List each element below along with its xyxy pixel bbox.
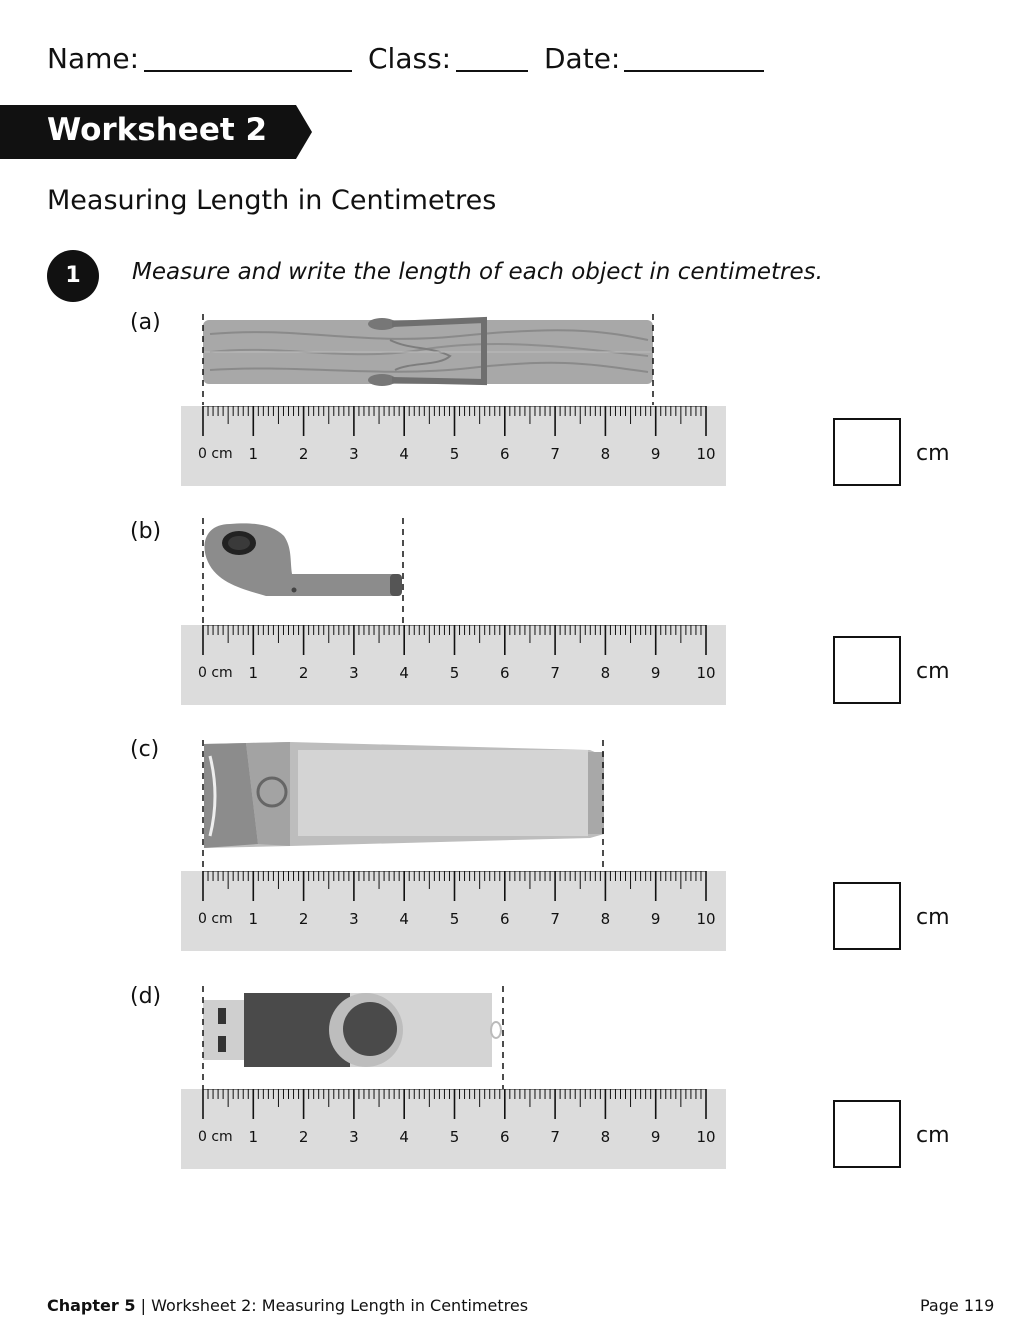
usb-drive-icon — [203, 993, 502, 1067]
ruler-c: 1 2 3 4 5 6 7 8 9 10 0 cm — [181, 871, 726, 951]
part-label-b: (b) — [130, 519, 162, 544]
ruler-tick-label: 1 — [249, 664, 259, 682]
ruler-tick-label: 7 — [550, 1128, 560, 1146]
footer-separator: | — [140, 1296, 146, 1315]
class-field[interactable] — [456, 70, 528, 72]
page-number: Page 119 — [920, 1296, 995, 1315]
date-field[interactable] — [624, 70, 764, 72]
name-label: Name: — [47, 42, 140, 75]
answer-box-b[interactable] — [833, 636, 901, 704]
ruler-tick-label: 4 — [399, 1128, 409, 1146]
ruler-tick-label: 3 — [349, 664, 359, 682]
ruler-tick-label: 6 — [500, 664, 510, 682]
ruler-tick-label: 8 — [601, 1128, 611, 1146]
ruler-tick-label: 10 — [696, 664, 715, 682]
ruler-tick-label: 6 — [500, 910, 510, 928]
ruler-tick-label: 10 — [696, 910, 715, 928]
worksheet-title: Worksheet 2 — [47, 112, 268, 148]
ruler-tick-label: 4 — [399, 664, 409, 682]
ruler-tick-label: 9 — [651, 1128, 661, 1146]
ruler-tick-label: 6 — [500, 1128, 510, 1146]
ruler-tick-label: 7 — [550, 664, 560, 682]
ruler-tick-label: 5 — [450, 1128, 460, 1146]
ruler-zero-label: 0 cm — [198, 911, 233, 927]
footer: Chapter 5 | Worksheet 2: Measuring Lengt… — [47, 1296, 528, 1315]
ruler-tick-label: 8 — [601, 664, 611, 682]
ruler-tick-label: 6 — [500, 445, 510, 463]
footer-text: Worksheet 2: Measuring Length in Centime… — [151, 1296, 529, 1315]
class-label: Class: — [368, 42, 452, 75]
ruler-tick-label: 9 — [651, 445, 661, 463]
dashed-guide-lines — [202, 314, 654, 1089]
name-field[interactable] — [144, 70, 352, 72]
clothes-peg-icon — [203, 316, 653, 386]
ruler-tick-label: 1 — [249, 445, 259, 463]
nail-clipper-icon — [204, 742, 604, 848]
ruler-tick-label: 1 — [249, 910, 259, 928]
footer-chapter: Chapter 5 — [47, 1296, 136, 1315]
ruler-zero-label: 0 cm — [198, 665, 233, 681]
earbud-icon — [204, 523, 402, 596]
ruler-tick-label: 5 — [450, 910, 460, 928]
ruler-tick-label: 2 — [299, 1128, 309, 1146]
ruler-tick-label: 3 — [349, 910, 359, 928]
ruler-tick-label: 9 — [651, 664, 661, 682]
answer-box-a[interactable] — [833, 418, 901, 486]
date-label: Date: — [544, 42, 621, 75]
ruler-tick-label: 2 — [299, 664, 309, 682]
ruler-tick-label: 5 — [450, 445, 460, 463]
ruler-tick-label: 4 — [399, 910, 409, 928]
question-instruction: Measure and write the length of each obj… — [132, 259, 823, 285]
ruler-tick-label: 4 — [399, 445, 409, 463]
ruler-tick-label: 2 — [299, 445, 309, 463]
ruler-tick-label: 2 — [299, 910, 309, 928]
ruler-tick-label: 3 — [349, 1128, 359, 1146]
answer-box-c[interactable] — [833, 882, 901, 950]
part-label-a: (a) — [130, 310, 161, 335]
ruler-tick-label: 8 — [601, 445, 611, 463]
ruler-b: 1 2 3 4 5 6 7 8 9 10 0 cm — [181, 625, 726, 705]
ruler-tick-label: 9 — [651, 910, 661, 928]
ruler-tick-label: 7 — [550, 910, 560, 928]
part-label-d: (d) — [130, 984, 162, 1009]
ruler-zero-label: 0 cm — [198, 446, 233, 462]
ruler-tick-label: 3 — [349, 445, 359, 463]
ruler-d: 1 2 3 4 5 6 7 8 9 10 0 cm — [181, 1089, 726, 1169]
ruler-a: 1 2 3 4 5 6 7 8 9 10 0 cm — [181, 406, 726, 486]
ruler-tick-label: 7 — [550, 445, 560, 463]
unit-label-d: cm — [916, 1123, 950, 1148]
unit-label-c: cm — [916, 905, 950, 930]
question-number-badge: 1 — [47, 250, 99, 302]
ruler-tick-label: 5 — [450, 664, 460, 682]
ruler-tick-label: 10 — [696, 1128, 715, 1146]
page-subtitle: Measuring Length in Centimetres — [47, 185, 497, 216]
ruler-zero-label: 0 cm — [198, 1129, 233, 1145]
unit-label-a: cm — [916, 441, 950, 466]
ruler-tick-label: 1 — [249, 1128, 259, 1146]
unit-label-b: cm — [916, 659, 950, 684]
worksheet-banner — [0, 105, 312, 159]
ruler-tick-label: 8 — [601, 910, 611, 928]
ruler-tick-label: 10 — [696, 445, 715, 463]
part-label-c: (c) — [130, 737, 160, 762]
answer-box-d[interactable] — [833, 1100, 901, 1168]
